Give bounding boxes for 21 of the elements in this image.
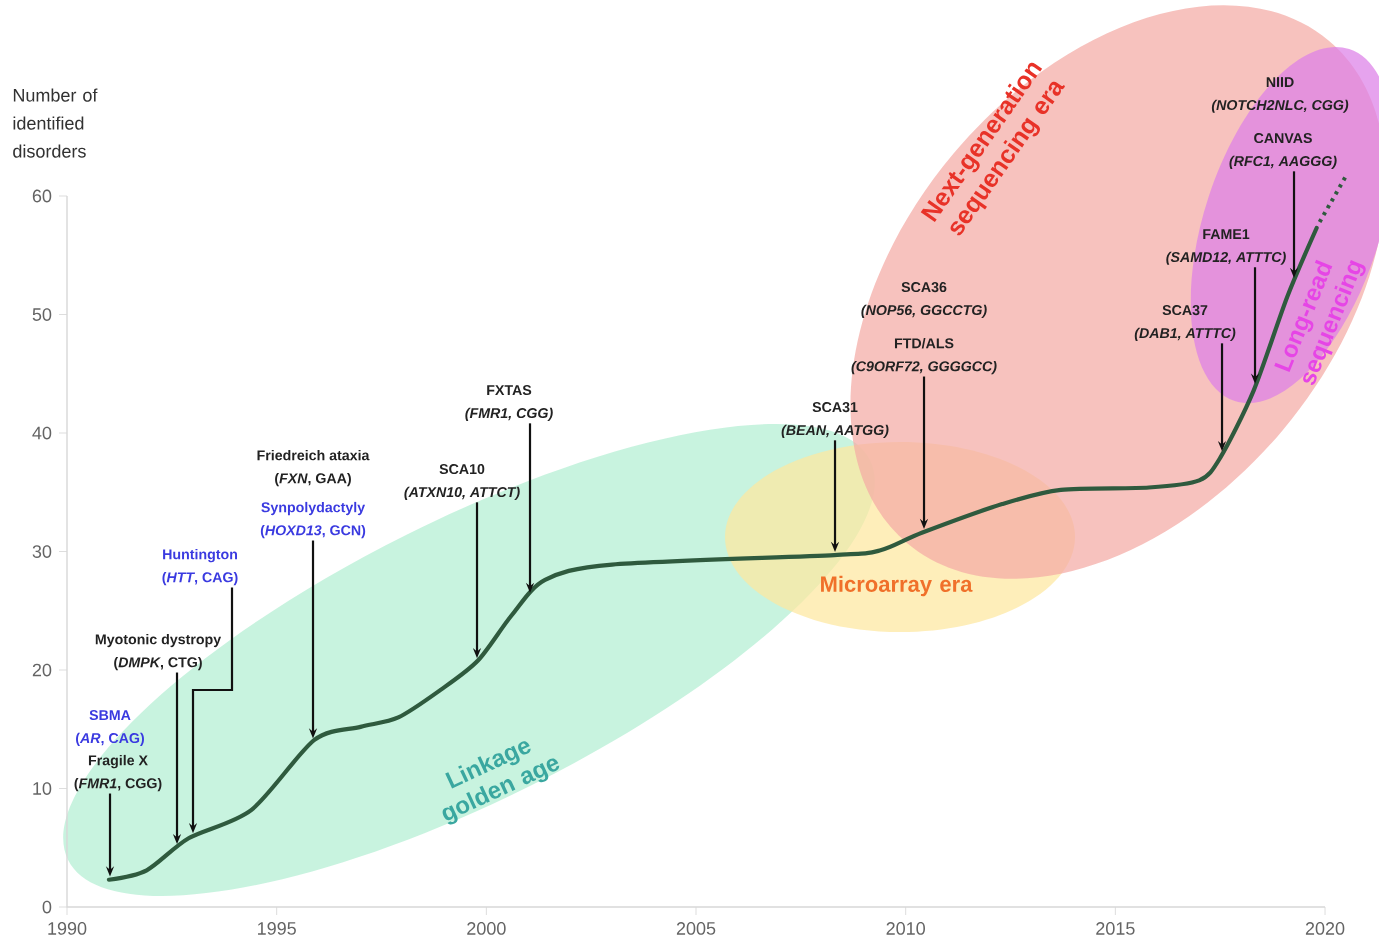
y-tick-label: 40: [32, 426, 52, 440]
x-tick-label: 1995: [258, 922, 296, 935]
era-label: Microarray era: [821, 575, 973, 597]
disorder-label: CANVAS (RFC1, AAGGG): [1229, 133, 1337, 169]
x-tick-label: 1990: [48, 922, 87, 935]
x-tick-label: 2000: [467, 922, 506, 935]
y-tick-label: 60: [32, 189, 52, 203]
disorder-label: SBMA (AR, CAG): [76, 710, 144, 746]
y-tick-label: 30: [32, 545, 52, 558]
disorder-label: Fragile X (FMR1, CGG): [74, 754, 162, 792]
x-tick-label: 2005: [676, 922, 716, 935]
y-tick-label: 50: [32, 308, 52, 321]
y-tick-label: 0: [42, 900, 52, 914]
disorder-label: Myotonic dystropy (DMPK, CTG): [95, 633, 222, 671]
y-axis-title: Number of identified disorders: [13, 88, 98, 158]
x-tick-label: 2010: [886, 922, 925, 935]
x-tick-label: 2020: [1305, 922, 1345, 935]
x-tick-label: 2015: [1096, 922, 1135, 935]
y-tick-label: 10: [33, 782, 52, 795]
disorder-label: NIID (NOTCH2NLC, CGG): [1211, 77, 1349, 113]
y-tick-label: 20: [32, 663, 52, 677]
